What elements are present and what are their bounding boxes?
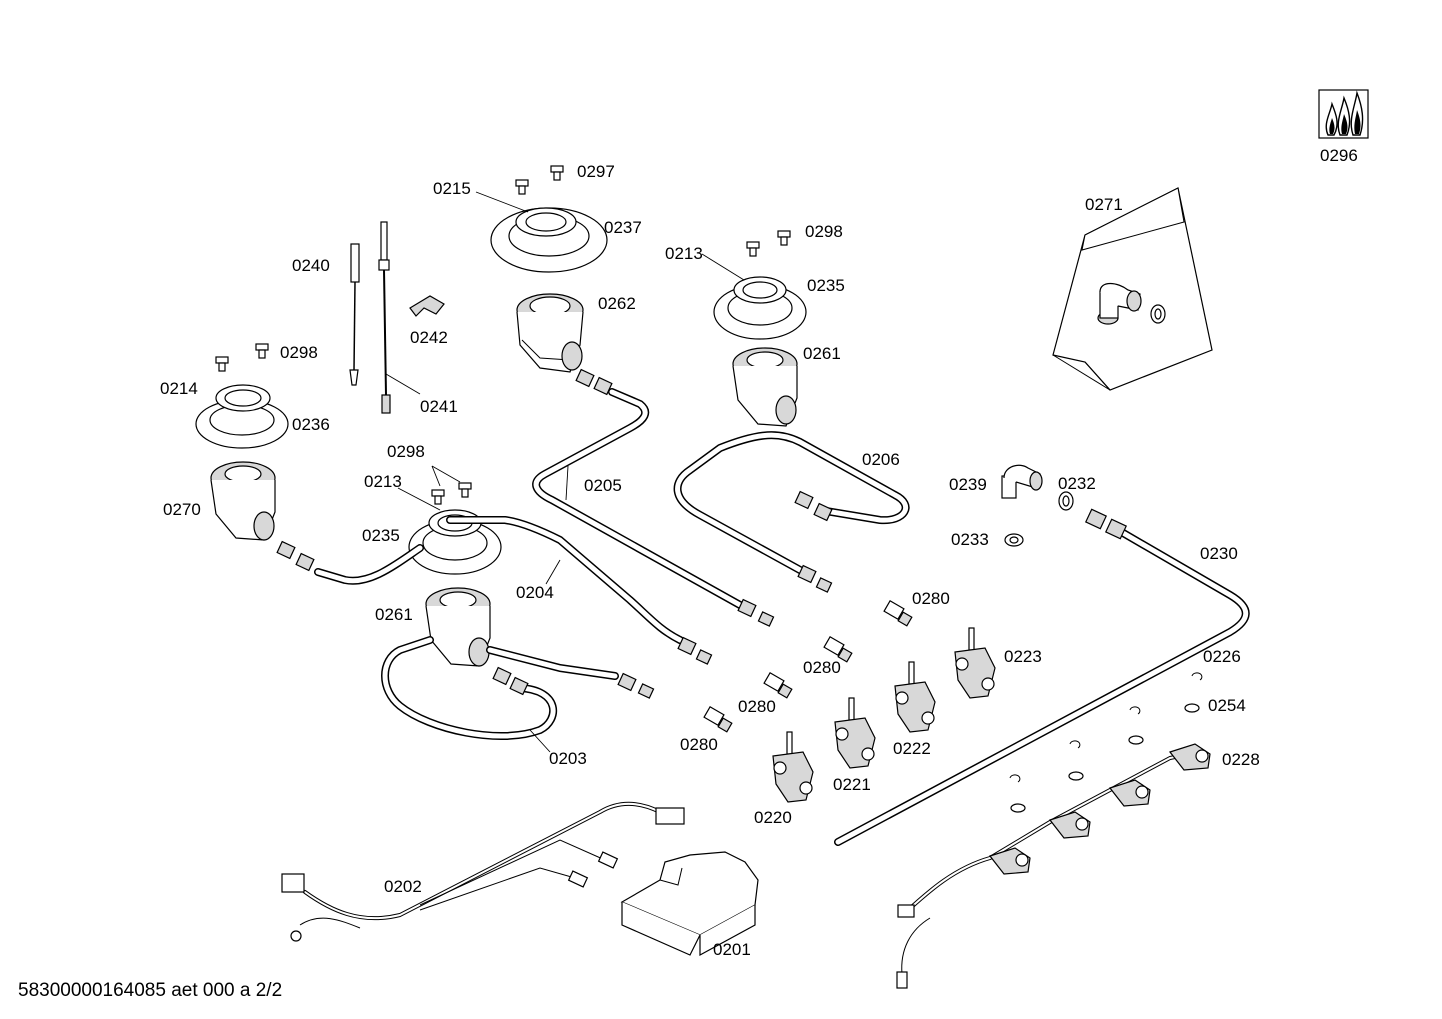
label-0221: 0221 (833, 775, 871, 794)
label-0271: 0271 (1085, 195, 1123, 214)
label-0213-center: 0213 (364, 472, 402, 491)
label-0241: 0241 (420, 397, 458, 416)
pipe-fittings (276, 368, 1128, 699)
label-0270: 0270 (163, 500, 201, 519)
screw-0298-left-b (255, 343, 269, 359)
label-0242: 0242 (410, 328, 448, 347)
label-0297: 0297 (577, 162, 615, 181)
clip-0242 (409, 295, 445, 317)
label-0261-center: 0261 (375, 605, 413, 624)
burner-cap-0235-center (408, 509, 502, 575)
label-0223: 0223 (1004, 647, 1042, 666)
label-0205: 0205 (584, 476, 622, 495)
label-0261-right: 0261 (803, 344, 841, 363)
label-0215: 0215 (433, 179, 471, 198)
label-0296: 0296 (1320, 146, 1358, 165)
label-0235-center: 0235 (362, 526, 400, 545)
label-0233: 0233 (951, 530, 989, 549)
screw-0298-left-a (215, 356, 229, 372)
label-0203: 0203 (549, 749, 587, 768)
injector-0280-c (763, 671, 793, 699)
burner-body-0261-center (425, 587, 491, 667)
label-0204: 0204 (516, 583, 554, 602)
label-0232: 0232 (1058, 474, 1096, 493)
label-0226: 0226 (1203, 647, 1241, 666)
burner-body-0262 (516, 293, 584, 373)
clips-0226 (1009, 672, 1203, 783)
label-0280-d: 0280 (680, 735, 718, 754)
label-0213-right: 0213 (665, 244, 703, 263)
label-0220: 0220 (754, 808, 792, 827)
gas-valve-0221 (834, 697, 876, 769)
label-0202: 0202 (384, 877, 422, 896)
label-0298-center: 0298 (387, 442, 425, 461)
label-0280-b: 0280 (803, 658, 841, 677)
label-0298-right: 0298 (805, 222, 843, 241)
label-0262: 0262 (598, 294, 636, 313)
burner-cap-0237 (490, 207, 608, 273)
gas-pipes (314, 388, 1250, 846)
screw-0215 (515, 179, 529, 195)
label-0240: 0240 (292, 256, 330, 275)
elbow-fitting-0239 (1001, 464, 1043, 499)
label-0254: 0254 (1208, 696, 1246, 715)
burner-body-0261-right (732, 347, 798, 427)
washer-0233 (1004, 533, 1024, 547)
washer-0232 (1058, 491, 1074, 511)
label-0280-c: 0280 (738, 697, 776, 716)
thermocouple-0240 (349, 243, 360, 386)
gas-valve-0220 (772, 731, 814, 803)
label-0214: 0214 (160, 379, 198, 398)
screw-0298-center-b (458, 482, 472, 498)
ignition-module-0201 (620, 851, 759, 957)
injector-0280-b (823, 635, 853, 663)
gas-valve-0223 (954, 627, 996, 699)
drawing-reference-number: 58300000164085 aet 000 a 2/2 (18, 980, 283, 1001)
label-0237: 0237 (604, 218, 642, 237)
label-0298-left: 0298 (280, 343, 318, 362)
injector-0280-d (703, 705, 733, 733)
part-labels: 0296 0271 0215 0297 0237 0262 0240 0242 … (160, 146, 1358, 959)
screw-0298-right-a (746, 241, 760, 257)
label-0206: 0206 (862, 450, 900, 469)
label-0239: 0239 (949, 475, 987, 494)
conversion-kit-bag (1052, 187, 1213, 391)
injector-0280-a (883, 599, 913, 627)
leader-lines (385, 191, 745, 753)
gas-valve-0222 (894, 661, 936, 733)
washers-0254 (1010, 703, 1200, 813)
screw-0298-right-b (777, 230, 791, 246)
label-0228: 0228 (1222, 750, 1260, 769)
burner-cap-0236 (195, 384, 289, 449)
burner-cap-0235-right (713, 276, 807, 340)
thermocouple-0241 (378, 221, 391, 414)
label-0222: 0222 (893, 739, 931, 758)
label-0235-right: 0235 (807, 276, 845, 295)
burner-body-0270 (210, 461, 276, 541)
ignition-harness-0228 (896, 743, 1211, 989)
label-0280-a: 0280 (912, 589, 950, 608)
label-0230: 0230 (1200, 544, 1238, 563)
screw-0298-center-a (431, 489, 445, 505)
screw-0297 (550, 165, 564, 181)
wiring-harness-0202 (281, 801, 685, 942)
gas-flames-icon (1318, 89, 1369, 139)
label-0236: 0236 (292, 415, 330, 434)
label-0201: 0201 (713, 940, 751, 959)
